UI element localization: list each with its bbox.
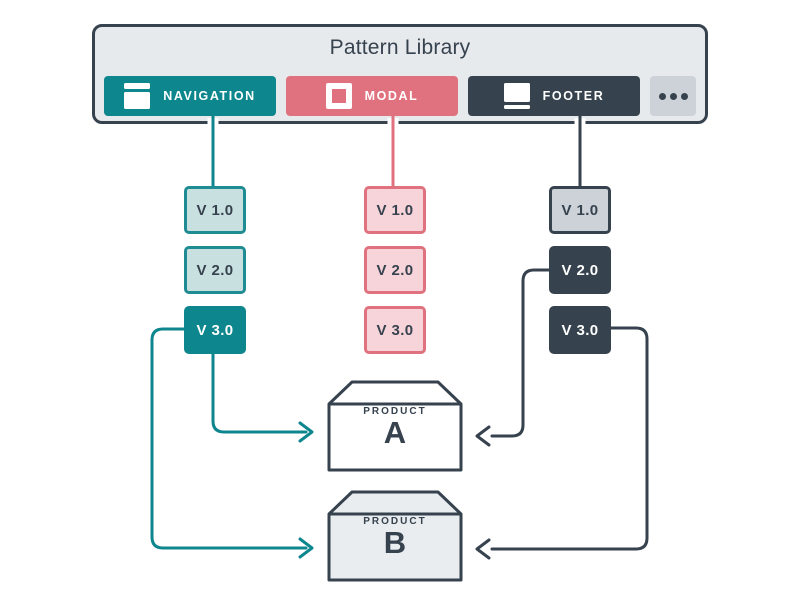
page-title: Pattern Library — [329, 36, 471, 59]
ellipsis-icon — [658, 92, 666, 100]
product-b-box: PRODUCT B — [327, 490, 463, 582]
product-b-letter: B — [383, 525, 407, 560]
product-a-kicker: PRODUCT — [363, 406, 427, 417]
pattern-library-panel: Pattern Library NAVIGATION MODAL FOOTER — [92, 24, 708, 124]
flow-nav-v3-to-product-b — [150, 327, 308, 550]
arrowhead-into-product-a-right — [475, 425, 491, 447]
product-box-shape — [327, 380, 463, 472]
flow-nav-v3-to-product-a — [211, 350, 308, 434]
navigation-button-label: NAVIGATION — [163, 89, 256, 103]
arrowhead-into-product-b-right — [475, 538, 491, 560]
more-patterns-button[interactable] — [650, 76, 696, 116]
chip-footer-v3: V 3.0 — [549, 306, 611, 354]
modal-button-label: MODAL — [364, 89, 419, 103]
modal-icon — [325, 83, 352, 109]
chip-navigation-v3: V 3.0 — [184, 306, 246, 354]
chip-footer-v1: V 1.0 — [549, 186, 611, 234]
arrowhead-into-product-b-left — [298, 537, 314, 559]
product-box-shape — [327, 490, 463, 582]
pattern-button-row: NAVIGATION MODAL FOOTER — [104, 76, 696, 116]
chip-footer-v2: V 2.0 — [549, 246, 611, 294]
pattern-button-modal[interactable]: MODAL — [286, 76, 458, 116]
product-b-kicker: PRODUCT — [363, 516, 427, 527]
pattern-button-navigation[interactable]: NAVIGATION — [104, 76, 276, 116]
chip-modal-v2: V 2.0 — [364, 246, 426, 294]
flow-footer-v3-to-product-b — [490, 326, 649, 551]
navigation-icon — [124, 83, 151, 109]
chip-navigation-v1: V 1.0 — [184, 186, 246, 234]
footer-button-label: FOOTER — [542, 89, 605, 103]
arrowhead-into-product-a-left — [298, 421, 314, 443]
ellipsis-icon — [669, 92, 677, 100]
chip-navigation-v2: V 2.0 — [184, 246, 246, 294]
flow-footer-v2-to-product-a — [490, 268, 553, 438]
footer-icon — [503, 83, 530, 109]
chip-modal-v3: V 3.0 — [364, 306, 426, 354]
product-a-letter: A — [383, 415, 407, 450]
pattern-button-footer[interactable]: FOOTER — [468, 76, 640, 116]
ellipsis-icon — [680, 92, 688, 100]
chip-modal-v1: V 1.0 — [364, 186, 426, 234]
product-a-box: PRODUCT A — [327, 380, 463, 472]
